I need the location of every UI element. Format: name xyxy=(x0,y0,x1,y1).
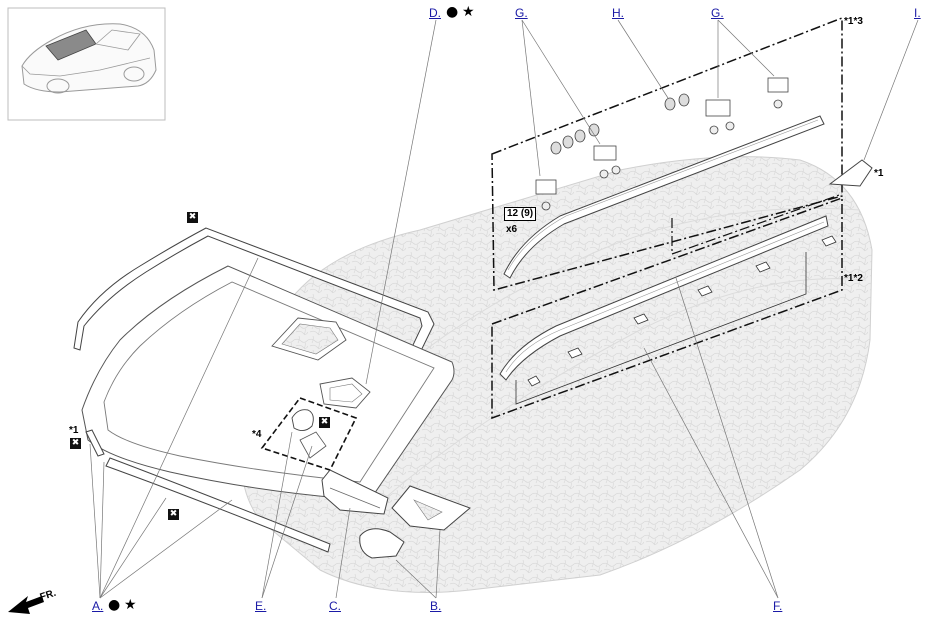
special-tool-star-icon: ★ xyxy=(124,597,137,613)
callout-H[interactable]: H. xyxy=(612,6,624,20)
no-reuse-icon: ✖ xyxy=(70,438,81,449)
fastener-quantity: x6 xyxy=(506,224,518,235)
note-1-right: *1 xyxy=(874,168,884,179)
callout-B[interactable]: B. xyxy=(430,599,442,613)
roof-moulding-box-upper xyxy=(491,16,843,291)
no-reuse-icon: ✖ xyxy=(319,417,330,428)
sensor-bracket-group xyxy=(260,397,358,471)
moulding-clips xyxy=(527,235,837,387)
leader-lines xyxy=(89,19,919,599)
roof-moulding-box-lower xyxy=(491,196,843,420)
inner-mirror xyxy=(321,469,389,515)
note-4: *4 xyxy=(252,429,262,440)
precoated-part-icon: ● xyxy=(446,4,459,20)
cowl-strip xyxy=(85,429,331,553)
no-reuse-icon: ✖ xyxy=(187,212,198,223)
callout-I[interactable]: I. xyxy=(914,6,921,20)
callout-G-2[interactable]: G. xyxy=(711,6,724,20)
torque-spec: 12 (9) xyxy=(504,207,537,221)
roof-moulding-lower xyxy=(499,215,829,405)
callout-F[interactable]: F. xyxy=(773,599,783,613)
special-tool-star-icon: ★ xyxy=(462,4,475,20)
callout-G-1[interactable]: G. xyxy=(515,6,528,20)
roof-moulding-upper xyxy=(503,115,825,279)
note-1-3: *1*3 xyxy=(844,16,863,27)
callout-E[interactable]: E. xyxy=(255,599,267,613)
vehicle-locator-icon xyxy=(7,7,166,121)
mirror-cover xyxy=(359,485,471,559)
note-1-2: *1*2 xyxy=(844,273,863,284)
precoated-part-icon: ● xyxy=(108,597,121,613)
front-direction-arrow-icon xyxy=(8,596,44,614)
callout-D[interactable]: D. xyxy=(429,6,441,20)
side-garnish xyxy=(828,159,873,187)
note-1-left: *1 xyxy=(69,425,79,436)
upper-clips-and-screws xyxy=(535,77,789,211)
callout-C[interactable]: C. xyxy=(329,599,341,613)
callout-A[interactable]: A. xyxy=(92,599,104,613)
no-reuse-icon: ✖ xyxy=(168,509,179,520)
windshield-glass xyxy=(81,265,455,501)
